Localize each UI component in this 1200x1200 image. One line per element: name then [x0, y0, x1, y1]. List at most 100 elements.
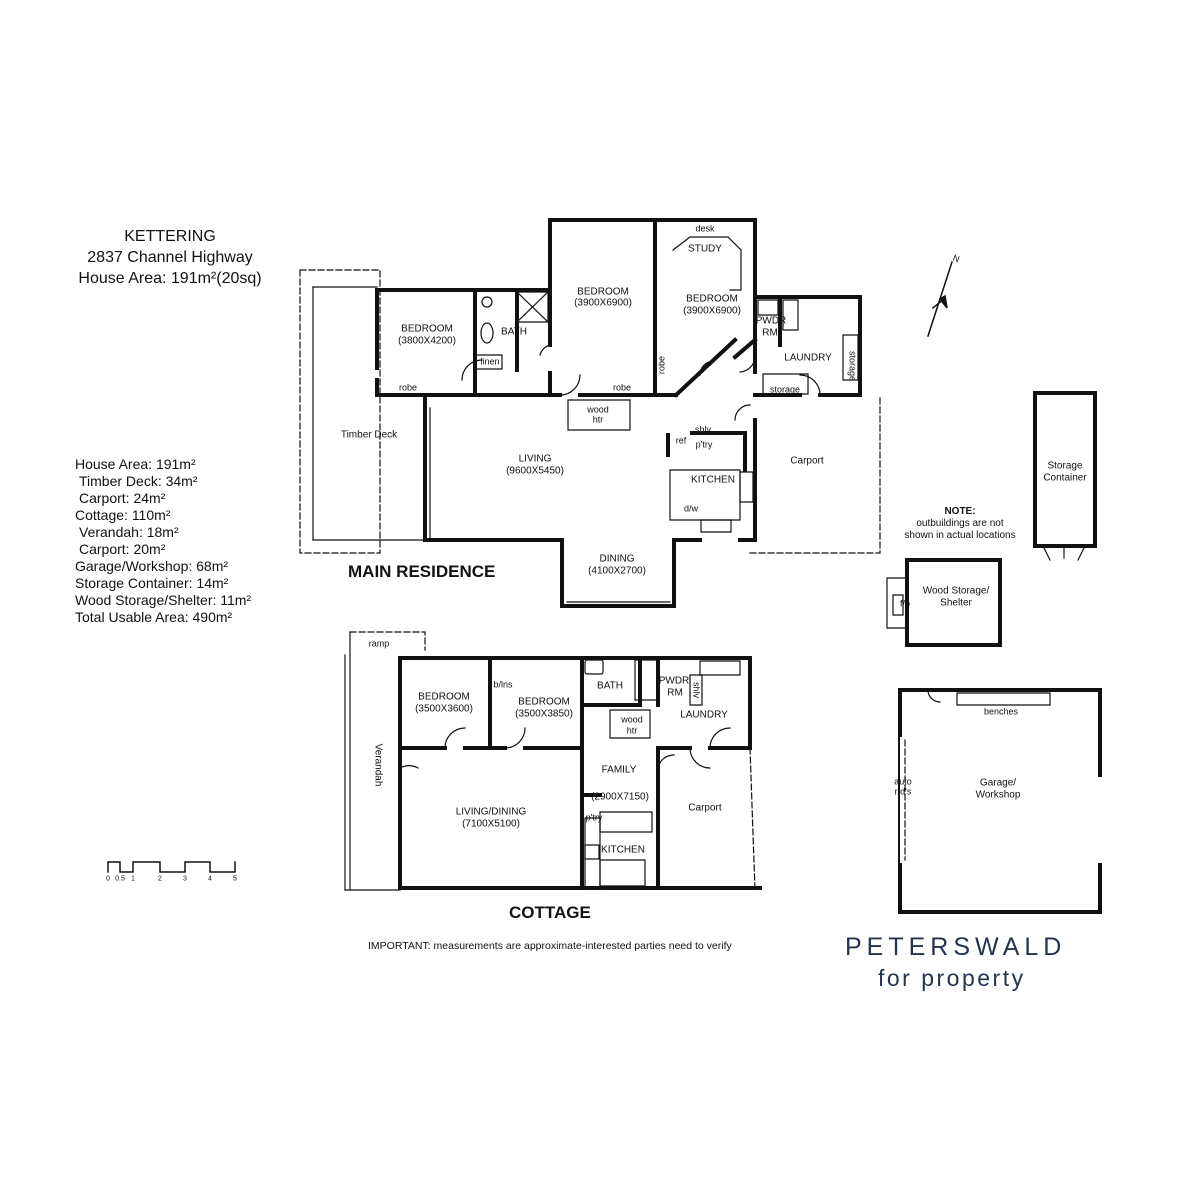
- compass-rose: [928, 262, 952, 336]
- cottage-title: COTTAGE: [509, 903, 591, 922]
- room-label: BEDROOM: [401, 323, 453, 335]
- room-label: htr: [626, 725, 638, 736]
- room-label: LAUNDRY: [680, 709, 728, 721]
- note-line: outbuildings are not: [916, 518, 1004, 529]
- scale-bar: [108, 862, 235, 872]
- room-label: BEDROOM: [686, 293, 738, 305]
- area-item: Garage/Workshop: 68m²: [75, 558, 229, 574]
- cottage-walls: [400, 658, 760, 888]
- disclaimer-text: IMPORTANT: measurements are approximate-…: [368, 940, 732, 952]
- room-label: PWDR: [755, 315, 787, 327]
- room-label: wood: [587, 404, 609, 415]
- room-label: Garage/: [979, 777, 1017, 789]
- room-label: LIVING: [518, 453, 552, 465]
- room-label: benches: [983, 706, 1019, 717]
- room-label: desk: [695, 223, 715, 234]
- room-label: htr: [592, 414, 604, 425]
- room-label: ramp: [368, 638, 390, 649]
- scale-tick: 1: [131, 875, 135, 883]
- room-label: f/p: [899, 598, 911, 609]
- room-label: ref: [675, 435, 687, 446]
- room-label: Verandah: [372, 743, 384, 787]
- area-item: Cottage: 110m²: [75, 507, 171, 523]
- room-size: (7100X5100): [462, 818, 520, 830]
- room-label: p'try: [695, 439, 713, 450]
- room-size: (3900X6900): [574, 297, 632, 309]
- area-item: Carport: 20m²: [79, 541, 166, 557]
- room-label: BATH: [501, 326, 527, 338]
- room-label: wood: [621, 714, 643, 725]
- storage-container-walls: [1035, 393, 1095, 560]
- main-residence-walls: [377, 220, 860, 606]
- area-item: Total Usable Area: 490m²: [75, 609, 233, 625]
- room-label: Workshop: [975, 789, 1021, 801]
- scale-tick: 0.5: [115, 875, 125, 883]
- room-size: (9600X5450): [506, 465, 564, 477]
- outbuildings-note: NOTE: outbuildings are not shown in actu…: [890, 506, 1030, 542]
- scale-tick: 2: [158, 875, 162, 883]
- brand-logo-tagline: for property: [878, 965, 1026, 991]
- room-size: (3500X3600): [415, 703, 473, 715]
- scale-tick: 0: [106, 875, 110, 883]
- room-label: LIVING/DINING: [455, 806, 527, 818]
- room-label: robe: [656, 355, 667, 375]
- scale-tick: 4: [208, 875, 212, 883]
- area-item: Verandah: 18m²: [79, 524, 179, 540]
- suburb-heading: KETTERING: [124, 228, 216, 245]
- room-size: (3900X6900): [683, 305, 741, 317]
- room-label: storage: [847, 350, 858, 382]
- room-size: (4100X2700): [588, 565, 646, 577]
- room-label: Wood Storage/: [922, 585, 990, 597]
- room-label: LAUNDRY: [784, 352, 832, 364]
- room-label: Carport: [688, 802, 722, 814]
- room-label: Carport: [790, 455, 824, 467]
- room-label: linen: [480, 356, 500, 367]
- area-item: Carport: 24m²: [79, 490, 166, 506]
- room-label: r/d's: [894, 786, 912, 797]
- room-label: robe: [398, 382, 418, 393]
- room-label: Timber Deck: [340, 429, 398, 441]
- room-label: PWDR: [658, 675, 690, 687]
- area-item: Wood Storage/Shelter: 11m²: [75, 592, 252, 608]
- room-size: (3500X3850): [515, 708, 573, 720]
- room-label: RM: [762, 327, 778, 339]
- area-item: Storage Container: 14m²: [75, 575, 229, 591]
- room-label: shlv: [691, 681, 702, 699]
- room-label: DINING: [599, 553, 635, 565]
- area-item: Timber Deck: 34m²: [79, 473, 198, 489]
- main-residence-fixtures: [300, 237, 880, 602]
- room-label: BATH: [597, 680, 623, 692]
- room-label: shlv: [694, 424, 712, 435]
- room-label: robe: [612, 382, 632, 393]
- main-residence-title: MAIN RESIDENCE: [348, 562, 496, 581]
- room-label: STUDY: [688, 243, 722, 255]
- garage-walls: [900, 690, 1100, 912]
- room-size: (3800X4200): [398, 335, 456, 347]
- scale-tick: 5: [233, 875, 237, 883]
- room-label: BEDROOM: [577, 286, 629, 298]
- house-area-heading: House Area: 191m²(20sq): [78, 270, 262, 287]
- room-label: KITCHEN: [691, 474, 735, 486]
- room-size: (2900X7150): [591, 791, 649, 803]
- room-label: d/w: [683, 503, 699, 514]
- room-label: FAMILY: [601, 764, 637, 776]
- wood-storage-walls: [887, 560, 1000, 645]
- room-label: p'try: [585, 812, 603, 823]
- scale-tick: 3: [183, 875, 187, 883]
- note-line: shown in actual locations: [904, 530, 1016, 541]
- room-label: KITCHEN: [601, 844, 645, 856]
- room-label: b/lns: [493, 679, 513, 690]
- room-label: storage: [769, 384, 801, 395]
- cottage-fixtures: [345, 632, 755, 890]
- room-label: BEDROOM: [418, 691, 470, 703]
- room-label: BEDROOM: [518, 696, 570, 708]
- room-label: RM: [667, 687, 683, 699]
- brand-logo-name: PETERSWALD: [845, 933, 1067, 961]
- room-label: Shelter: [940, 597, 972, 609]
- room-label: auto: [894, 776, 912, 787]
- area-item: House Area: 191m²: [75, 456, 196, 472]
- room-label: Container: [1043, 472, 1087, 484]
- room-label: Storage: [1047, 460, 1083, 472]
- note-title: NOTE:: [944, 506, 976, 517]
